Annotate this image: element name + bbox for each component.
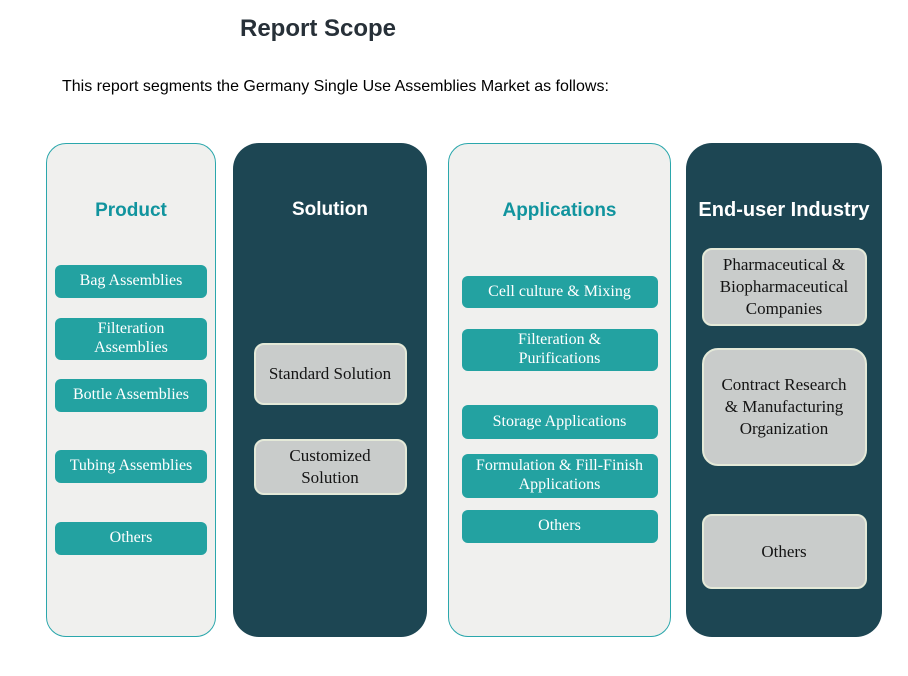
solution-column: Solution Standard Solution Customized So…: [233, 143, 427, 637]
subtitle: This report segments the Germany Single …: [62, 78, 609, 95]
solution-item-customized: Customized Solution: [253, 439, 407, 496]
end-user-industry-column: End-user Industry Pharmaceutical & Bioph…: [686, 143, 882, 637]
applications-column-header: Applications: [502, 200, 617, 221]
end-user-item-contract-research-manufacturing: Contract Research & Manufacturing Organi…: [701, 348, 867, 467]
page-title: Report Scope: [240, 15, 397, 42]
end-user-item-pharma-biopharma-companies: Pharmaceutical & Biopharmaceutical Compa…: [701, 248, 867, 327]
product-column-header: Product: [95, 200, 167, 221]
product-item-tubing-assemblies: Tubing Assemblies: [55, 450, 207, 483]
product-item-filteration-assemblies: Filteration Assemblies: [55, 318, 207, 360]
applications-item-filteration-purifications: Filteration & Purifications: [461, 329, 658, 371]
solution-item-standard: Standard Solution: [253, 343, 407, 405]
product-column: Product Bag Assemblies Filteration Assem…: [46, 143, 216, 637]
applications-item-others: Others: [461, 510, 658, 543]
end-user-item-others: Others: [701, 514, 867, 590]
applications-item-cell-culture-mixing: Cell culture & Mixing: [461, 276, 658, 308]
applications-item-storage: Storage Applications: [461, 405, 658, 439]
product-item-bottle-assemblies: Bottle Assemblies: [55, 379, 207, 412]
applications-column: Applications Cell culture & Mixing Filte…: [448, 143, 671, 637]
product-item-others: Others: [55, 522, 207, 555]
solution-column-header: Solution: [292, 199, 368, 220]
product-item-bag-assemblies: Bag Assemblies: [55, 265, 207, 298]
product-items: Bag Assemblies Filteration Assemblies Bo…: [47, 265, 215, 555]
end-user-industry-items: Pharmaceutical & Biopharmaceutical Compa…: [686, 248, 882, 590]
applications-item-formulation-fill-finish: Formulation & Fill-Finish Applications: [461, 454, 658, 498]
end-user-industry-column-header: End-user Industry: [698, 199, 870, 221]
applications-items: Cell culture & Mixing Filteration & Puri…: [449, 276, 670, 543]
solution-items: Standard Solution Customized Solution: [233, 343, 427, 496]
